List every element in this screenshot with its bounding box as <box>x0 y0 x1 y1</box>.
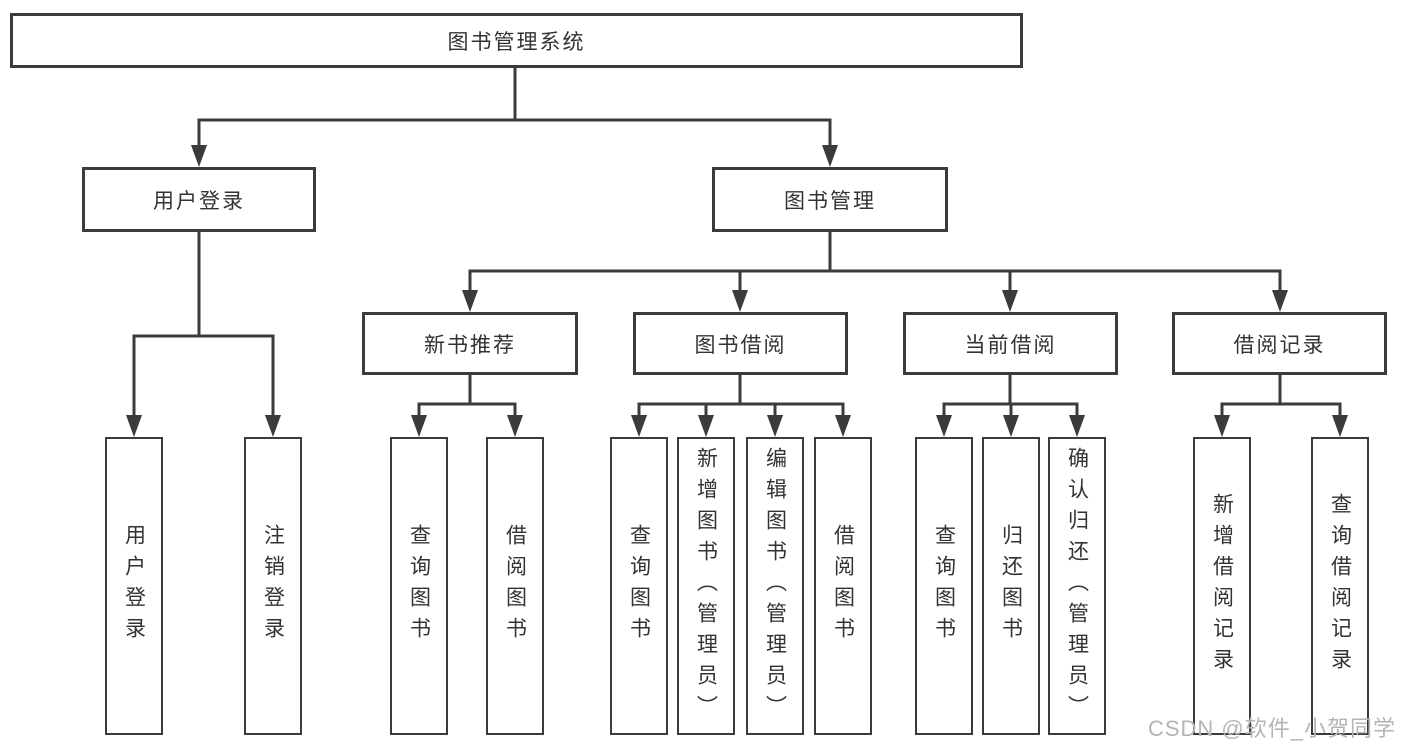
leaf-label: 确认归还（管理员） <box>1065 446 1089 726</box>
arrowhead-icon <box>1272 290 1288 312</box>
csdn-watermark: CSDN @软件_小贺同学 <box>1147 716 1396 741</box>
connector-user-login-to-leaves <box>132 230 275 422</box>
connector-root-to-level2 <box>197 66 832 152</box>
node-new-book-recommendation: 新书推荐 <box>362 312 578 375</box>
node-library-management-system: 图书管理系统 <box>10 13 1023 68</box>
node-label: 借阅记录 <box>1233 333 1326 357</box>
leaf-borrow-books: 借阅图书 <box>814 437 872 735</box>
node-label: 图书管理 <box>784 189 876 213</box>
arrowhead-icon <box>191 145 207 167</box>
leaf-borrow-books-recommend: 借阅图书 <box>486 437 544 735</box>
arrowhead-icon <box>631 415 647 437</box>
arrowhead-icon <box>1002 290 1018 312</box>
leaf-add-borrow-record: 新增借阅记录 <box>1193 437 1251 735</box>
arrowhead-icon <box>1069 415 1085 437</box>
leaf-logout: 注销登录 <box>244 437 302 735</box>
arrowhead-icons <box>126 145 1348 437</box>
arrowhead-icon <box>126 415 142 437</box>
arrowhead-icon <box>1003 415 1019 437</box>
arrowhead-icon <box>411 415 427 437</box>
leaf-label: 借阅图书 <box>831 524 855 648</box>
node-user-login: 用户登录 <box>82 167 316 232</box>
leaf-query-books-recommend: 查询图书 <box>390 437 448 735</box>
arrowhead-icon <box>1332 415 1348 437</box>
leaf-confirm-return-admin: 确认归还（管理员） <box>1048 437 1106 735</box>
leaf-query-books-current: 查询图书 <box>915 437 973 735</box>
node-book-management: 图书管理 <box>712 167 948 232</box>
connector-borrow-record-to-leaves <box>1220 373 1342 422</box>
leaf-label: 查询图书 <box>932 524 956 648</box>
connector-current-borrow-to-leaves <box>942 373 1079 422</box>
arrowhead-icon <box>507 415 523 437</box>
leaf-label: 用户登录 <box>122 524 146 648</box>
leaf-return-books: 归还图书 <box>982 437 1040 735</box>
node-book-borrowing: 图书借阅 <box>633 312 848 375</box>
node-label: 当前借阅 <box>964 333 1057 357</box>
connector-book-borrow-to-leaves <box>637 373 845 422</box>
arrowhead-icon <box>835 415 851 437</box>
arrowhead-icon <box>936 415 952 437</box>
leaf-label: 查询图书 <box>627 524 651 648</box>
leaf-edit-books-admin: 编辑图书（管理员） <box>746 437 804 735</box>
leaf-query-books-borrow: 查询图书 <box>610 437 668 735</box>
arrowhead-icon <box>265 415 281 437</box>
node-label: 图书管理系统 <box>447 30 586 54</box>
leaf-label: 归还图书 <box>999 524 1023 648</box>
node-label: 新书推荐 <box>424 333 516 357</box>
connector-book-management-to-level3 <box>468 230 1282 297</box>
leaf-label: 借阅图书 <box>503 524 527 648</box>
arrowhead-icon <box>767 415 783 437</box>
leaf-label: 编辑图书（管理员） <box>763 446 787 726</box>
leaf-user-login: 用户登录 <box>105 437 163 735</box>
node-current-borrowing: 当前借阅 <box>903 312 1118 375</box>
node-label: 图书借阅 <box>694 333 787 357</box>
arrowhead-icon <box>822 145 838 167</box>
node-label: 用户登录 <box>153 189 245 213</box>
leaf-label: 新增图书（管理员） <box>694 446 718 726</box>
leaf-query-borrow-record: 查询借阅记录 <box>1311 437 1369 735</box>
arrowhead-icon <box>732 290 748 312</box>
leaf-label: 查询图书 <box>407 524 431 648</box>
arrowhead-icon <box>698 415 714 437</box>
leaf-label: 注销登录 <box>261 524 285 648</box>
node-borrowing-records: 借阅记录 <box>1172 312 1387 375</box>
leaf-label: 查询借阅记录 <box>1328 493 1352 679</box>
leaf-label: 新增借阅记录 <box>1210 493 1234 679</box>
leaf-add-books-admin: 新增图书（管理员） <box>677 437 735 735</box>
connector-new-book-to-leaves <box>417 373 517 422</box>
arrowhead-icon <box>1214 415 1230 437</box>
arrowhead-icon <box>462 290 478 312</box>
